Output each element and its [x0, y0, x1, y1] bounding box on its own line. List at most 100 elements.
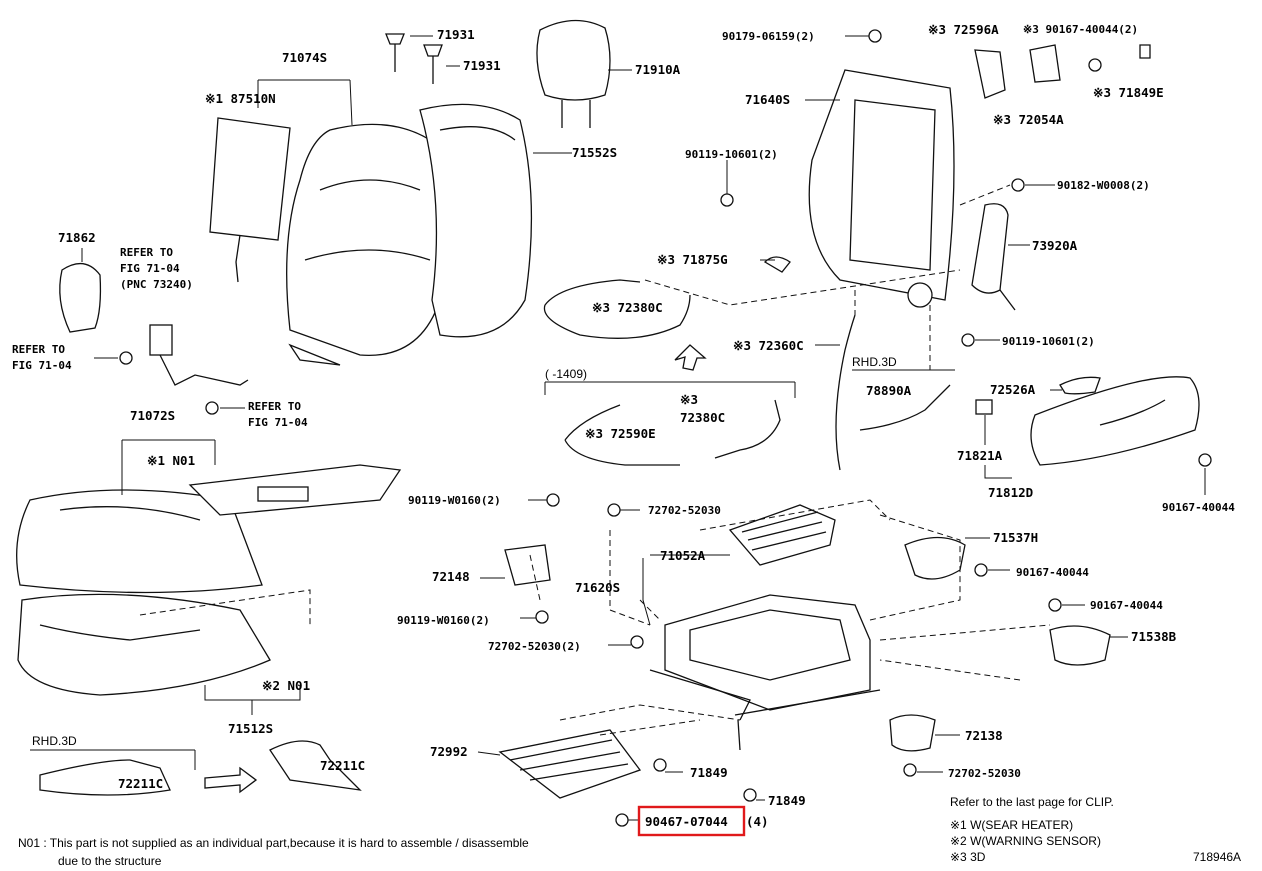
- bracket-72596a-drawing: [974, 49, 1006, 99]
- label-71552s: 71552S: [572, 145, 617, 160]
- label-72596a: ※3 72596A: [928, 22, 999, 37]
- label-90167-40044-2: ※3 90167-40044(2): [1023, 23, 1138, 36]
- arrow-shape: [204, 766, 258, 794]
- label-71875g: ※3 71875G: [657, 252, 728, 267]
- label-71812d: 71812D: [988, 485, 1033, 500]
- label-72148: 72148: [432, 569, 470, 584]
- bracket-72054a-drawing: [1029, 44, 1061, 83]
- cover-71537h-drawing: [904, 536, 966, 580]
- cable-78890a: [859, 384, 951, 431]
- label-71849-a: 71849: [690, 765, 728, 780]
- label-rhd-3d-left: RHD.3D: [32, 734, 77, 748]
- label-71620s: 71620S: [575, 580, 620, 595]
- seatback-frame-drawing: [808, 69, 955, 308]
- label-72380c-lower: 72380C: [680, 410, 725, 425]
- label-72526a: 72526A: [990, 382, 1036, 397]
- label-71512s: 71512S: [228, 721, 273, 736]
- label-90167-40044-b: 90167-40044: [1016, 566, 1089, 579]
- label-71821a: 71821A: [957, 448, 1003, 463]
- label-72138: 72138: [965, 728, 1003, 743]
- seat-cushion-frame-drawing: [649, 594, 881, 751]
- bracket-72138-drawing: [889, 714, 936, 752]
- label-71849-b: 71849: [768, 793, 806, 808]
- cable-72380c-lower: [714, 399, 781, 459]
- label-refer-fig-3: FIG 71-04: [248, 416, 308, 429]
- label-72211c-right: 72211C: [320, 758, 365, 773]
- bracket-72148-drawing: [504, 544, 551, 586]
- label-90119-w0160-b: 90119-W0160(2): [397, 614, 490, 627]
- label-71862: 71862: [58, 230, 96, 245]
- label-90182-w0008: 90182-W0008(2): [1057, 179, 1150, 192]
- legend-w-warning-sensor: ※2 W(WARNING SENSOR): [950, 834, 1101, 848]
- label-72211c-left: 72211C: [118, 776, 163, 791]
- label-72702-52030-c: 72702-52030: [948, 767, 1021, 780]
- label-90167-40044-c: 90167-40044: [1090, 599, 1163, 612]
- label-71052a: 71052A: [660, 548, 706, 563]
- seat-heater-mat-drawing: [209, 117, 291, 283]
- note-n01-line1: N01 : This part is not supplied as an in…: [18, 836, 529, 850]
- note-clip: Refer to the last page for CLIP.: [950, 795, 1114, 809]
- cable-72380c-upper: [543, 279, 691, 339]
- cable-72360c: [835, 314, 856, 471]
- bracket-71538b-drawing: [1049, 625, 1111, 666]
- under-cover-72992-drawing: [498, 729, 642, 799]
- rod-72211c-right: [269, 740, 362, 791]
- clip-71849e-drawing: [1139, 44, 1151, 59]
- label-90467-07044[interactable]: 90467-07044: [645, 814, 728, 829]
- side-shield-drawing: [975, 376, 1200, 466]
- seat-spring-drawing: [728, 504, 836, 566]
- label-71538b: 71538B: [1131, 629, 1177, 644]
- rod-72211c-left: [39, 759, 171, 796]
- label-90119-10601-b: 90119-10601(2): [1002, 335, 1095, 348]
- label-90167-40044-a: 90167-40044: [1162, 501, 1235, 514]
- headrest-guide-drawing: [385, 33, 443, 84]
- label-73920a: 73920A: [1032, 238, 1078, 253]
- label-71931-a: 71931: [437, 27, 475, 42]
- label-72054a: ※3 72054A: [993, 112, 1064, 127]
- label-72992: 72992: [430, 744, 468, 759]
- label-72380c-lower-note: ※3: [680, 392, 698, 407]
- label-90467-qty: (4): [746, 814, 769, 829]
- seat-cushion-cover-drawing: [16, 489, 263, 594]
- label-n01-sensor: ※2 N01: [262, 678, 310, 693]
- buckle-cover-drawing: [59, 263, 102, 333]
- arrow-shape-up: [674, 344, 707, 371]
- label-72360c: ※3 72360C: [733, 338, 804, 353]
- label-refer-to-2: REFER TO: [12, 343, 65, 356]
- leader-lines: [30, 35, 1206, 821]
- label-rhd-3d-right: RHD.3D: [852, 355, 897, 369]
- label-71931-b: 71931: [463, 58, 501, 73]
- label-72702-52030-b: 72702-52030(2): [488, 640, 581, 653]
- legend-3d: ※3 3D: [950, 850, 986, 864]
- side-airbag-drawing: [971, 203, 1016, 311]
- label-refer-fig-2: FIG 71-04: [12, 359, 72, 372]
- headrest-drawing: [536, 19, 611, 128]
- label-71072s: 71072S: [130, 408, 175, 423]
- label-refer-to-3: REFER TO: [248, 400, 301, 413]
- highlight-box: [637, 805, 746, 837]
- label-range-1409: ( -1409): [545, 367, 587, 381]
- label-refer-to-1: REFER TO: [120, 246, 173, 259]
- label-n01-heater: ※1 N01: [147, 453, 195, 468]
- label-71640s: 71640S: [745, 92, 790, 107]
- seat-cushion-pad-drawing: [17, 593, 271, 696]
- label-71537h: 71537H: [993, 530, 1038, 545]
- label-87510n: ※1 87510N: [205, 91, 276, 106]
- seat-belt-buckle-drawing: [119, 324, 249, 415]
- label-72590e: ※3 72590E: [585, 426, 656, 441]
- label-72380c-upper: ※3 72380C: [592, 300, 663, 315]
- label-71849e: ※3 71849E: [1093, 85, 1164, 100]
- figure-id: 718946A: [1193, 850, 1241, 864]
- label-71074s: 71074S: [282, 50, 327, 65]
- cable-72590e: [564, 404, 680, 466]
- assembly-dashed-lines: [139, 184, 1051, 736]
- legend-w-seat-heater: ※1 W(SEAR HEATER): [950, 818, 1073, 832]
- label-refer-fig-1: FIG 71-04: [120, 262, 180, 275]
- label-78890a: 78890A: [866, 383, 912, 398]
- label-90179-06159: 90179-06159(2): [722, 30, 815, 43]
- label-90119-10601-a: 90119-10601(2): [685, 148, 778, 161]
- seatback-pad-drawing: [419, 103, 533, 338]
- seatback-cover-drawing: [286, 123, 444, 366]
- bolts-drawing: [535, 29, 1212, 827]
